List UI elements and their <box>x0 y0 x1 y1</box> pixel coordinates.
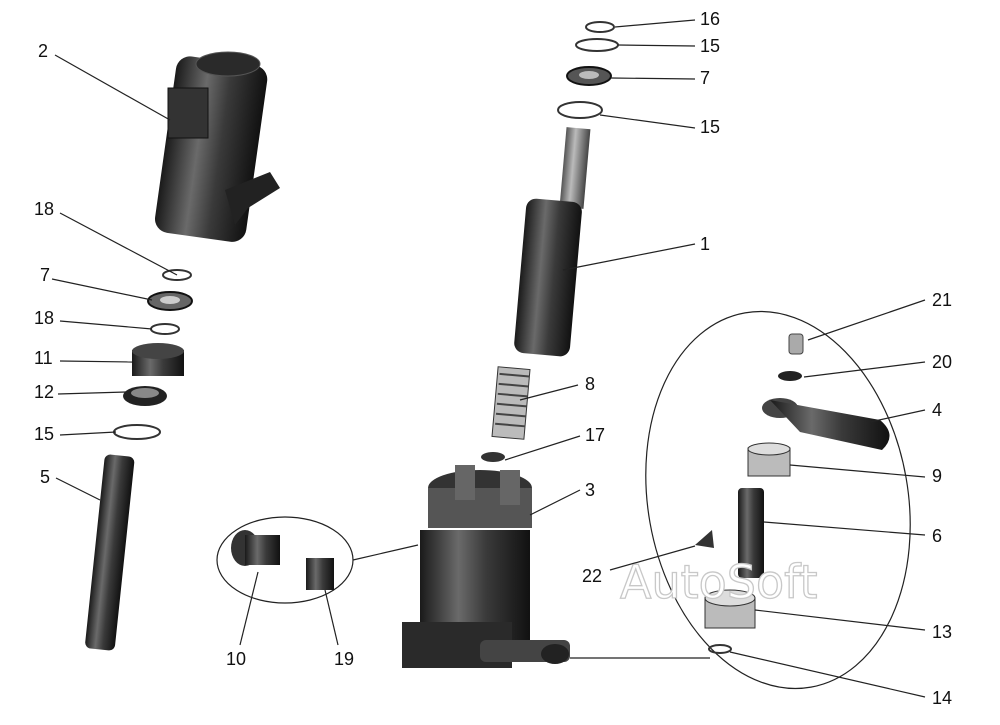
label-part-2: 2 <box>38 41 48 61</box>
part-8-spring <box>491 366 531 440</box>
label-part-22: 22 <box>582 566 602 586</box>
part-15-ring-left <box>113 424 161 440</box>
part-14-ring <box>708 644 732 654</box>
part-5-shaft <box>85 454 135 651</box>
part-4-lever <box>762 398 890 450</box>
label-part-15-top: 15 <box>700 36 720 56</box>
part-16-ring <box>585 21 615 33</box>
label-part-14: 14 <box>932 688 952 708</box>
label-part-8: 8 <box>585 374 595 394</box>
part-18-ring-top <box>162 269 192 281</box>
label-part-13: 13 <box>932 622 952 642</box>
label-part-10: 10 <box>226 649 246 669</box>
part-7-washer-center <box>566 66 612 86</box>
part-21-pin <box>788 333 804 355</box>
part-13-gear <box>704 589 756 629</box>
label-part-11: 11 <box>34 348 53 368</box>
label-part-7-center: 7 <box>700 68 710 88</box>
part-10-plug <box>231 530 280 566</box>
watermark-text: AutoSoft <box>620 555 818 609</box>
part-7-washer-left <box>147 291 193 311</box>
part-18-ring-bottom <box>150 323 180 335</box>
leader-lines <box>51 19 926 698</box>
part-17-washer <box>481 452 505 462</box>
label-part-16: 16 <box>700 9 720 29</box>
part-20-washer <box>778 371 802 381</box>
part-9-nut <box>747 442 791 477</box>
part-1-shaft <box>514 127 591 357</box>
label-part-15-left: 15 <box>34 424 54 444</box>
label-part-18-top: 18 <box>34 199 54 219</box>
label-part-15-middle: 15 <box>700 117 720 137</box>
label-part-7-left: 7 <box>40 265 50 285</box>
part-15-ring-top <box>575 38 619 52</box>
label-part-5: 5 <box>40 467 50 487</box>
label-part-19: 19 <box>334 649 354 669</box>
part-2-housing <box>155 51 280 242</box>
part-3-body <box>402 465 570 668</box>
part-6-shaft <box>738 488 764 578</box>
label-part-18-bottom: 18 <box>34 308 54 328</box>
label-part-21: 21 <box>932 290 952 310</box>
part-12-seal <box>123 386 167 406</box>
part-22-key <box>695 530 714 548</box>
label-part-17: 17 <box>585 425 605 445</box>
label-part-9: 9 <box>932 466 942 486</box>
part-19-bushing <box>306 558 334 590</box>
part-11-bushing <box>132 343 184 376</box>
label-part-12: 12 <box>34 382 54 402</box>
detail-ellipse-right <box>645 310 911 690</box>
label-part-4: 4 <box>932 400 942 420</box>
part-15-ring-middle <box>557 101 603 119</box>
label-part-3: 3 <box>585 480 595 500</box>
label-part-1: 1 <box>700 234 710 254</box>
callout-numbers: 2 18 7 18 11 12 15 5 16 15 7 15 1 8 17 3… <box>34 9 952 708</box>
label-part-20: 20 <box>932 352 952 372</box>
label-part-6: 6 <box>932 526 942 546</box>
